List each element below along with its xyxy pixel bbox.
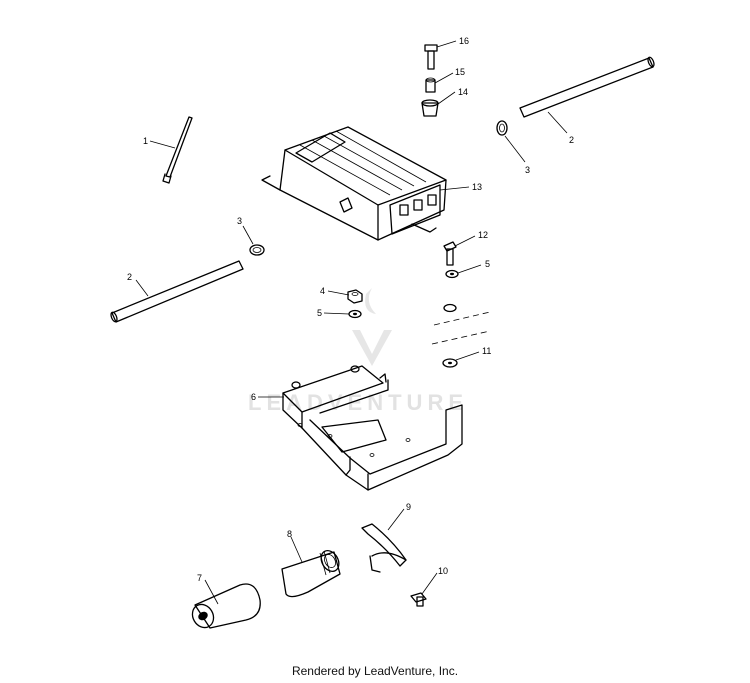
watermark-text: LEADVENTURE xyxy=(248,390,468,415)
leader-lines xyxy=(135,40,568,605)
control-module-part-13 xyxy=(261,126,447,241)
spacer-part-15 xyxy=(425,77,436,93)
callout-5-left: 5 xyxy=(317,308,322,318)
callout-3-upper: 3 xyxy=(525,165,530,175)
callout-15: 15 xyxy=(455,67,465,77)
hidden-line-marks xyxy=(431,303,491,345)
bracket-part-6 xyxy=(282,365,463,491)
callout-14: 14 xyxy=(458,87,468,97)
bolt-part-12 xyxy=(443,241,457,266)
clip-part-3-upper xyxy=(496,120,508,136)
callout-16: 16 xyxy=(459,36,469,46)
callout-13: 13 xyxy=(472,182,482,192)
washer-part-5-right xyxy=(445,269,459,279)
tube-part-2-lower xyxy=(110,260,244,323)
callout-5-right: 5 xyxy=(485,259,490,269)
footer-credit: Rendered by LeadVenture, Inc. xyxy=(291,664,459,678)
bolt-part-10 xyxy=(410,592,427,607)
callout-3-lower: 3 xyxy=(237,216,242,226)
callout-10: 10 xyxy=(438,566,448,576)
canister-part-8 xyxy=(281,550,341,598)
callout-8: 8 xyxy=(287,529,292,539)
callout-2-lower: 2 xyxy=(127,272,132,282)
rod-part-1 xyxy=(162,116,193,184)
callout-4: 4 xyxy=(320,286,325,296)
callout-7: 7 xyxy=(197,573,202,583)
callout-2-upper: 2 xyxy=(569,135,574,145)
callout-12: 12 xyxy=(478,230,488,240)
bolt-part-16 xyxy=(424,44,438,70)
callout-labels: 1 2 3 3 2 4 5 16 15 14 13 12 5 11 6 9 8 … xyxy=(127,36,574,583)
callout-11: 11 xyxy=(482,346,491,356)
washer-part-5-left xyxy=(348,309,362,319)
callout-1: 1 xyxy=(143,136,148,146)
washer-part-11 xyxy=(442,358,458,368)
cover-part-7 xyxy=(191,583,261,629)
clip-part-3-lower xyxy=(249,244,265,256)
nut-part-4 xyxy=(347,289,363,304)
grommet-part-14 xyxy=(421,99,439,117)
callout-6: 6 xyxy=(251,392,256,402)
watermark: LEADVENTURE xyxy=(248,288,468,415)
parts-diagram: LEADVENTURE xyxy=(110,36,655,629)
callout-9: 9 xyxy=(406,502,411,512)
tube-part-2-upper xyxy=(519,56,655,118)
strap-part-9 xyxy=(361,523,407,573)
